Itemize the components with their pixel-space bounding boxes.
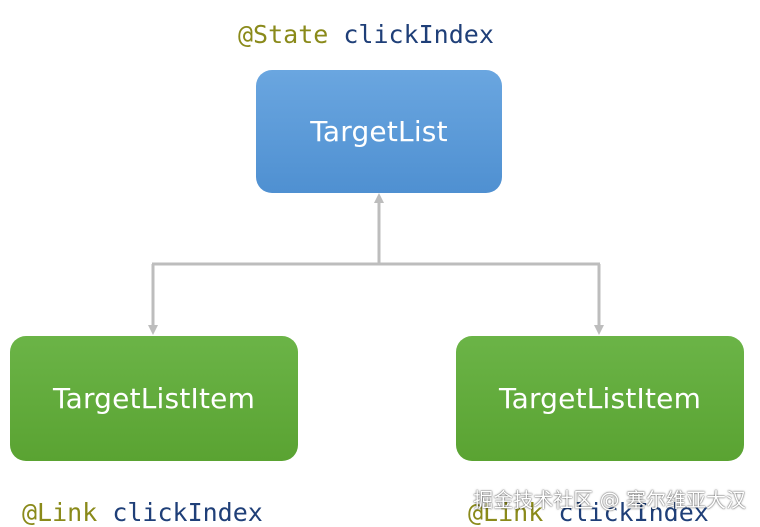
child-node-right: TargetListItem	[456, 336, 744, 461]
decorator-keyword: @Link	[22, 498, 98, 527]
child-node-label: TargetListItem	[52, 382, 256, 415]
state-decorator-label: @State clickIndex	[238, 22, 494, 47]
parent-node: TargetList	[256, 70, 502, 193]
identifier-name: clickIndex	[343, 20, 494, 49]
identifier-name: clickIndex	[112, 498, 263, 527]
link-decorator-label-right: @Link clickIndex	[468, 500, 709, 525]
decorator-keyword: @Link	[468, 498, 544, 527]
link-decorator-label-left: @Link clickIndex	[22, 500, 263, 525]
child-node-label: TargetListItem	[498, 382, 702, 415]
watermark-text: 掘金技术社区 @ 塞尔维亚大汉	[473, 488, 746, 512]
decorator-keyword: @State	[238, 20, 329, 49]
identifier-name: clickIndex	[558, 498, 709, 527]
parent-node-label: TargetList	[310, 115, 448, 148]
child-node-left: TargetListItem	[10, 336, 298, 461]
